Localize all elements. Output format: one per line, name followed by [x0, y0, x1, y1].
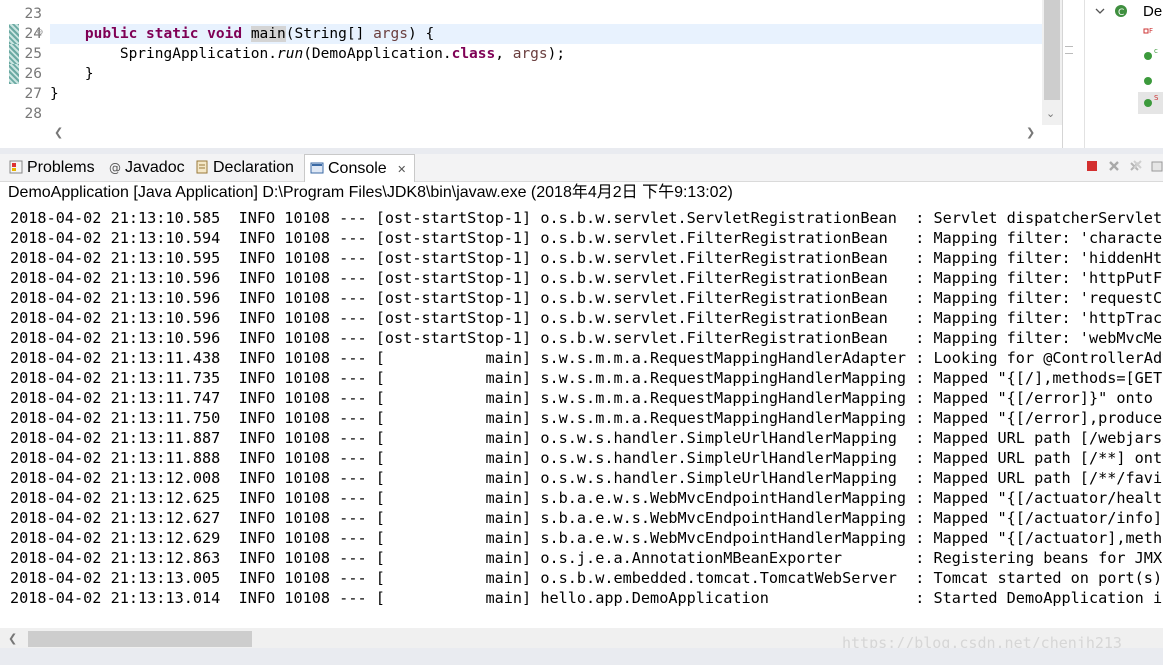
tab-javadoc[interactable]: @ Javadoc	[109, 154, 185, 181]
console-line: 2018-04-02 21:13:11.747 INFO 10108 --- […	[10, 389, 1163, 407]
code-editor[interactable]: 23 24 25 26 27 28 ⊖ public static void m…	[0, 0, 1063, 148]
console-line: 2018-04-02 21:13:11.438 INFO 10108 --- […	[10, 349, 1163, 367]
watermark: https://blog.csdn.net/chenjh213	[842, 634, 1122, 652]
editor-scroll-thumb[interactable]	[1044, 0, 1060, 100]
console-icon	[310, 162, 324, 174]
close-icon[interactable]: ✕	[397, 164, 407, 176]
console-line: 2018-04-02 21:13:12.629 INFO 10108 --- […	[10, 529, 1163, 547]
console-line: 2018-04-02 21:13:12.008 INFO 10108 --- […	[10, 469, 1163, 487]
console-scroll-thumb[interactable]	[28, 631, 252, 647]
change-marker	[9, 64, 19, 84]
scroll-left-icon[interactable]: ❮	[8, 632, 18, 645]
console-line: 2018-04-02 21:13:13.005 INFO 10108 --- […	[10, 569, 1163, 587]
class-icon	[1115, 5, 1127, 17]
field-icon	[1143, 28, 1149, 34]
code-line[interactable]: }	[50, 86, 59, 102]
code-line[interactable]: public static void main(String[] args) {	[50, 24, 1042, 44]
svg-text:C: C	[1118, 8, 1124, 18]
tab-label: Problems	[27, 159, 95, 176]
terminate-icon[interactable]	[1085, 159, 1099, 173]
javadoc-icon: @	[109, 161, 121, 175]
panel-divider[interactable]	[0, 148, 1163, 154]
console-horizontal-scrollbar[interactable]: ❮	[0, 628, 1163, 648]
svg-text:c: c	[1154, 47, 1158, 55]
main-method-icon	[1144, 99, 1152, 107]
remove-launch-icon[interactable]	[1107, 159, 1121, 173]
declaration-icon	[196, 160, 208, 174]
code-line[interactable]: SpringApplication.run(DemoApplication.cl…	[50, 46, 566, 62]
change-marker	[9, 44, 19, 64]
svg-text:S: S	[1154, 94, 1159, 102]
console-line: 2018-04-02 21:13:13.014 INFO 10108 --- […	[10, 589, 1163, 607]
console-line: 2018-04-02 21:13:11.887 INFO 10108 --- […	[10, 429, 1163, 447]
console-line: 2018-04-02 21:13:12.625 INFO 10108 --- […	[10, 489, 1163, 507]
console-line: 2018-04-02 21:13:12.627 INFO 10108 --- […	[10, 509, 1163, 527]
console-line: 2018-04-02 21:13:10.595 INFO 10108 --- […	[10, 249, 1163, 267]
svg-text:F: F	[1149, 27, 1153, 35]
scroll-right-icon[interactable]: ❯	[1026, 126, 1036, 139]
outline-view[interactable]: C F c S De	[1084, 0, 1163, 148]
line-number: 24	[24, 26, 42, 42]
tab-label: Javadoc	[125, 159, 185, 176]
tab-declaration[interactable]: Declaration	[195, 154, 294, 181]
console-line: 2018-04-02 21:13:11.888 INFO 10108 --- […	[10, 449, 1163, 467]
status-strip	[0, 648, 1163, 665]
clear-console-icon[interactable]	[1150, 159, 1163, 173]
overview-ruler-marker	[1065, 46, 1073, 54]
fold-icon[interactable]: ⊖	[37, 27, 44, 38]
line-number: 27	[24, 86, 42, 102]
line-number: 26	[24, 66, 42, 82]
console-line: 2018-04-02 21:13:10.594 INFO 10108 --- […	[10, 229, 1163, 247]
change-marker	[9, 24, 19, 44]
tab-label: Console	[328, 160, 387, 177]
line-number: 23	[24, 6, 42, 22]
editor-horizontal-scrollbar[interactable]: ❮ ❯	[50, 125, 1040, 141]
tab-console[interactable]: Console ✕	[304, 154, 416, 182]
console-line: 2018-04-02 21:13:10.596 INFO 10108 --- […	[10, 329, 1163, 347]
console-line: 2018-04-02 21:13:10.596 INFO 10108 --- […	[10, 309, 1163, 327]
console-line: 2018-04-02 21:13:10.596 INFO 10108 --- […	[10, 269, 1163, 287]
console-output[interactable]: 2018-04-02 21:13:10.585 INFO 10108 --- […	[0, 208, 1163, 628]
scroll-down-icon[interactable]: ⌄	[1046, 107, 1056, 120]
code-line[interactable]	[50, 104, 1042, 124]
console-line: 2018-04-02 21:13:12.863 INFO 10108 --- […	[10, 549, 1163, 567]
outline-class-label[interactable]: De	[1143, 3, 1163, 20]
line-number: 25	[24, 46, 42, 62]
problems-icon	[9, 160, 23, 174]
code-line[interactable]	[50, 4, 1042, 24]
tab-label: Declaration	[213, 159, 294, 176]
tab-problems[interactable]: Problems	[9, 154, 95, 181]
outline-tree: C F c S	[1095, 5, 1163, 114]
method-icon	[1144, 77, 1152, 85]
code-line[interactable]: }	[50, 66, 94, 82]
console-line: 2018-04-02 21:13:10.596 INFO 10108 --- […	[10, 289, 1163, 307]
scroll-left-icon[interactable]: ❮	[54, 126, 64, 139]
remove-all-terminated-icon[interactable]	[1129, 159, 1143, 173]
method-icon	[1144, 52, 1152, 60]
view-tab-bar: Problems @ Javadoc Declaration Console ✕	[0, 154, 1163, 182]
chevron-down-icon	[1095, 8, 1105, 14]
console-line: 2018-04-02 21:13:10.585 INFO 10108 --- […	[10, 209, 1163, 227]
console-process-description: DemoApplication [Java Application] D:\Pr…	[0, 182, 1163, 204]
line-number: 28	[24, 106, 42, 122]
console-line: 2018-04-02 21:13:11.750 INFO 10108 --- […	[10, 409, 1163, 427]
console-line: 2018-04-02 21:13:11.735 INFO 10108 --- […	[10, 369, 1163, 387]
